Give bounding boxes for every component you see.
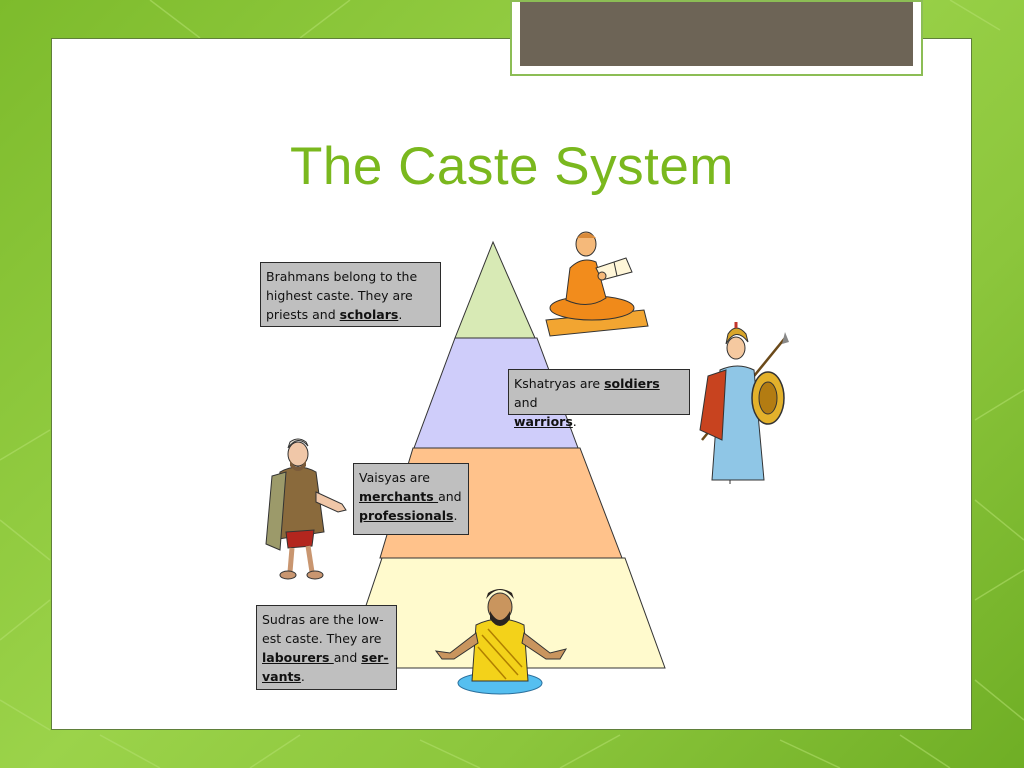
sudra-laborer-icon [434, 589, 568, 695]
brahmans-description-box: Brahmans belong to the highest caste. Th… [260, 262, 441, 327]
vaisyas-period: . [453, 508, 458, 523]
labourers-term: labourers [262, 650, 334, 665]
title-tab-decoration [510, 0, 923, 76]
brahmans-line-1: Brahmans belong to the [266, 269, 418, 284]
vaisyas-line-1: Vaisyas are [359, 470, 430, 485]
brahman-scholar-icon [545, 231, 649, 337]
vaisya-merchant-icon [265, 438, 347, 580]
sudras-period: . [300, 669, 305, 684]
scholars-term: scholars [339, 307, 399, 322]
servants-term-part-2: vants [262, 669, 301, 684]
warriors-term: warriors [514, 414, 573, 429]
sudras-and: and [333, 650, 362, 665]
pyramid-tier-brahmans [454, 240, 536, 339]
kshatrya-warrior-icon [699, 322, 789, 484]
brahmans-line-2: highest caste. They are [266, 288, 413, 303]
kshatryas-and: and [514, 395, 538, 410]
sudras-line-1: Sudras are the low- [262, 612, 384, 627]
sudras-description-box: Sudras are the low- est caste. They are … [256, 605, 397, 690]
soldiers-term: soldiers [604, 376, 660, 391]
kshatryas-period: . [572, 414, 577, 429]
slide-title: The Caste System [290, 137, 734, 196]
vaisyas-description-box: Vaisyas are merchants and professionals. [353, 463, 469, 535]
vaisyas-and: and [438, 489, 462, 504]
kshatryas-description-box: Kshatryas are soldiers and warriors. [508, 369, 690, 429]
brahmans-line-3: priests and [266, 307, 340, 322]
merchants-term: merchants [359, 489, 439, 504]
sudras-line-2: est caste. They are [262, 631, 382, 646]
brahmans-period: . [398, 307, 403, 322]
title-tab-fill [520, 2, 913, 66]
servants-term-part-1: ser- [361, 650, 389, 665]
professionals-term: professionals [359, 508, 454, 523]
kshatryas-line-1: Kshatryas are [514, 376, 605, 391]
